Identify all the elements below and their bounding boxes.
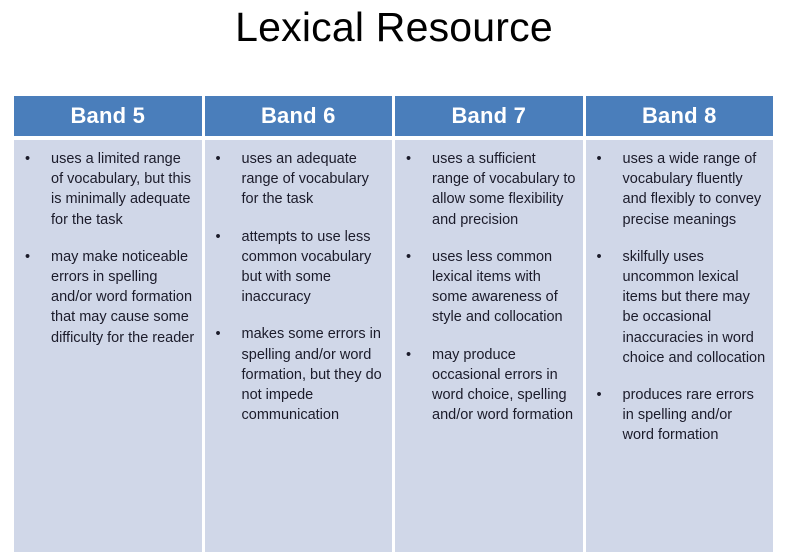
band-header-8: Band 8 [585,96,773,136]
bullet-icon: • [215,326,221,343]
band-header-5: Band 5 [14,96,202,136]
bullet-list-band-6: • uses an adequate range of vocabulary f… [209,149,387,425]
list-item: • may make noticeable errors in spelling… [18,247,196,348]
bullet-icon: • [215,151,221,167]
list-item-text: may make noticeable errors in spelling a… [51,248,195,346]
band-column-6: Band 6 • uses an adequate range of vocab… [204,96,392,552]
list-item: • uses a wide range of vocabulary fluent… [590,149,768,230]
bullet-icon: • [25,151,31,167]
bullet-icon: • [25,248,31,265]
bullet-icon: • [406,151,412,167]
list-item-text: produces rare errors in spelling and/or … [622,387,754,444]
page-title: Lexical Resource [235,4,553,50]
list-item: • uses less common lexical items with so… [399,247,577,328]
band-column-7: Band 7 • uses a sufficient range of voca… [395,96,583,552]
band-body-8: • uses a wide range of vocabulary fluent… [585,140,773,552]
band-body-7: • uses a sufficient range of vocabulary … [395,140,583,552]
bullet-icon: • [215,228,221,245]
bullet-icon: • [596,151,602,167]
band-body-5: • uses a limited range of vocabulary, bu… [14,140,202,552]
list-item-text: uses an adequate range of vocabulary for… [241,151,369,208]
band-column-5: Band 5 • uses a limited range of vocabul… [14,96,202,552]
list-item-text: attempts to use less common vocabulary b… [241,228,372,306]
list-item-text: uses less common lexical items with some… [432,248,563,326]
list-item: • may produce occasional errors in word … [399,345,577,426]
list-item: • uses an adequate range of vocabulary f… [209,149,387,210]
bullet-icon: • [596,387,602,404]
band-header-7: Band 7 [395,96,583,136]
bullet-icon: • [406,346,412,363]
list-item: • uses a limited range of vocabulary, bu… [18,149,196,230]
list-item: • skilfully uses uncommon lexical items … [590,247,768,368]
list-item: • uses a sufficient range of vocabulary … [399,149,577,230]
bullet-icon: • [596,248,602,265]
bullet-icon: • [406,248,412,265]
list-item-text: makes some errors in spelling and/or wor… [241,326,382,424]
bullet-list-band-5: • uses a limited range of vocabulary, bu… [18,149,196,348]
list-item-text: uses a sufficient range of vocabulary to… [432,151,576,228]
list-item: • produces rare errors in spelling and/o… [590,385,768,446]
list-item-text: may produce occasional errors in word ch… [432,346,574,424]
band-header-6: Band 6 [204,96,392,136]
list-item: • makes some errors in spelling and/or w… [209,324,387,425]
band-descriptor-table: Band 5 • uses a limited range of vocabul… [14,96,773,552]
list-item: • attempts to use less common vocabulary… [209,227,387,308]
list-item-text: skilfully uses uncommon lexical items bu… [622,248,766,366]
bullet-list-band-7: • uses a sufficient range of vocabulary … [399,149,577,425]
band-column-8: Band 8 • uses a wide range of vocabulary… [585,96,773,552]
list-item-text: uses a limited range of vocabulary, but … [51,151,191,228]
list-item-text: uses a wide range of vocabulary fluently… [622,151,762,228]
bullet-list-band-8: • uses a wide range of vocabulary fluent… [590,149,768,446]
band-body-6: • uses an adequate range of vocabulary f… [204,140,392,552]
